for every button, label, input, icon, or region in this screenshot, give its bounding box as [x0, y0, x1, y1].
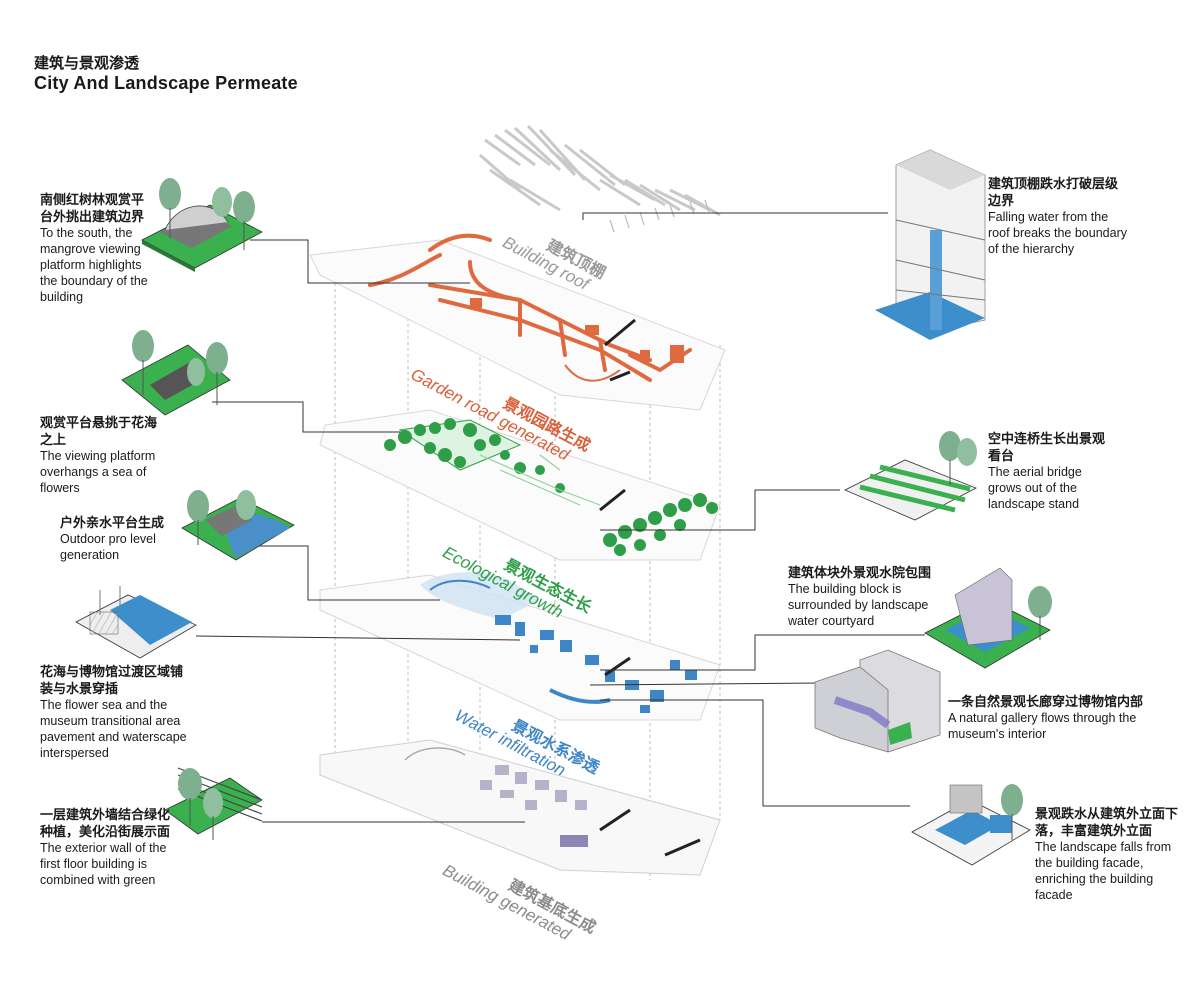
- thumb-outdoor: [181, 490, 295, 561]
- annotation-mangrove-cn: 南侧红树林观赏平台外挑出建筑边界: [40, 192, 145, 224]
- annotation-flowers-cn: 观赏平台悬挑于花海之上: [40, 415, 158, 447]
- thumb-exterior: [164, 767, 263, 840]
- title-english: City And Landscape Permeate: [34, 73, 298, 93]
- annotation-facade: 景观跌水从建筑外立面下落，丰富建筑外立面 The landscape falls…: [1035, 805, 1185, 903]
- annotation-gallery-cn: 一条自然景观长廊穿过博物馆内部: [948, 694, 1144, 709]
- thumb-roofwater: [875, 149, 986, 340]
- annotation-bridge-en: The aerial bridge grows out of the lands…: [988, 465, 1082, 511]
- layer-eco-graphic: [319, 409, 721, 561]
- layer-roof-graphic: [479, 124, 721, 233]
- annotation-flowersea-en: The flower sea and the museum transition…: [40, 698, 187, 760]
- annotation-exterior-cn: 一层建筑外墙结合绿化种植，美化沿街展示面: [40, 807, 171, 839]
- thumb-courtyard: [924, 567, 1052, 669]
- thumb-flowers: [121, 330, 231, 416]
- annotation-roofwater-en: Falling water from the roof breaks the b…: [988, 210, 1127, 256]
- annotation-gallery-en: A natural gallery flows through the muse…: [948, 711, 1137, 741]
- thumb-gallery: [814, 649, 941, 753]
- annotation-exterior-en: The exterior wall of the first floor bui…: [40, 841, 167, 887]
- annotation-flowersea-cn: 花海与博物馆过渡区域铺装与水景穿插: [40, 664, 184, 696]
- annotation-courtyard: 建筑体块外景观水院包围 The building block is surrou…: [788, 564, 948, 629]
- annotation-flowers-en: The viewing platform overhangs a sea of …: [40, 449, 156, 495]
- layer-water-graphic: [319, 572, 721, 721]
- annotation-roofwater: 建筑顶棚跌水打破层级边界 Falling water from the roof…: [988, 175, 1128, 257]
- annotation-exterior: 一层建筑外墙结合绿化种植，美化沿街展示面 The exterior wall o…: [40, 806, 172, 888]
- layer-garden-graphic: [309, 233, 726, 411]
- thumb-mangrove: [141, 178, 263, 272]
- thumb-flowersea: [75, 586, 197, 659]
- annotation-bridge: 空中连桥生长出景观看台 The aerial bridge grows out …: [988, 430, 1113, 512]
- annotation-flowersea: 花海与博物馆过渡区域铺装与水景穿插 The flower sea and the…: [40, 663, 190, 761]
- annotation-mangrove-en: To the south, the mangrove viewing platf…: [40, 226, 148, 304]
- thumb-bridge: [844, 431, 977, 521]
- annotation-outdoor-en: Outdoor pro level generation: [60, 532, 156, 562]
- annotation-roofwater-cn: 建筑顶棚跌水打破层级边界: [988, 176, 1119, 208]
- annotation-facade-en: The landscape falls from the building fa…: [1035, 840, 1172, 902]
- annotation-bridge-cn: 空中连桥生长出景观看台: [988, 431, 1106, 463]
- annotation-courtyard-cn: 建筑体块外景观水院包围: [788, 565, 932, 580]
- annotation-gallery: 一条自然景观长廊穿过博物馆内部 A natural gallery flows …: [948, 693, 1158, 742]
- annotation-facade-cn: 景观跌水从建筑外立面下落，丰富建筑外立面: [1035, 806, 1179, 838]
- annotation-courtyard-en: The building block is surrounded by land…: [788, 582, 929, 628]
- annotation-outdoor-cn: 户外亲水平台生成: [60, 515, 165, 530]
- title-chinese: 建筑与景观渗透: [34, 55, 140, 72]
- layer-base-graphic: [319, 739, 721, 876]
- leader-lines: [195, 212, 925, 823]
- annotation-flowers: 观赏平台悬挑于花海之上 The viewing platform overhan…: [40, 414, 158, 496]
- dashed-frame: [334, 265, 721, 880]
- annotation-mangrove: 南侧红树林观赏平台外挑出建筑边界 To the south, the mangr…: [40, 191, 152, 305]
- thumb-facade: [911, 784, 1031, 866]
- annotation-outdoor: 户外亲水平台生成 Outdoor pro level generation: [60, 514, 180, 563]
